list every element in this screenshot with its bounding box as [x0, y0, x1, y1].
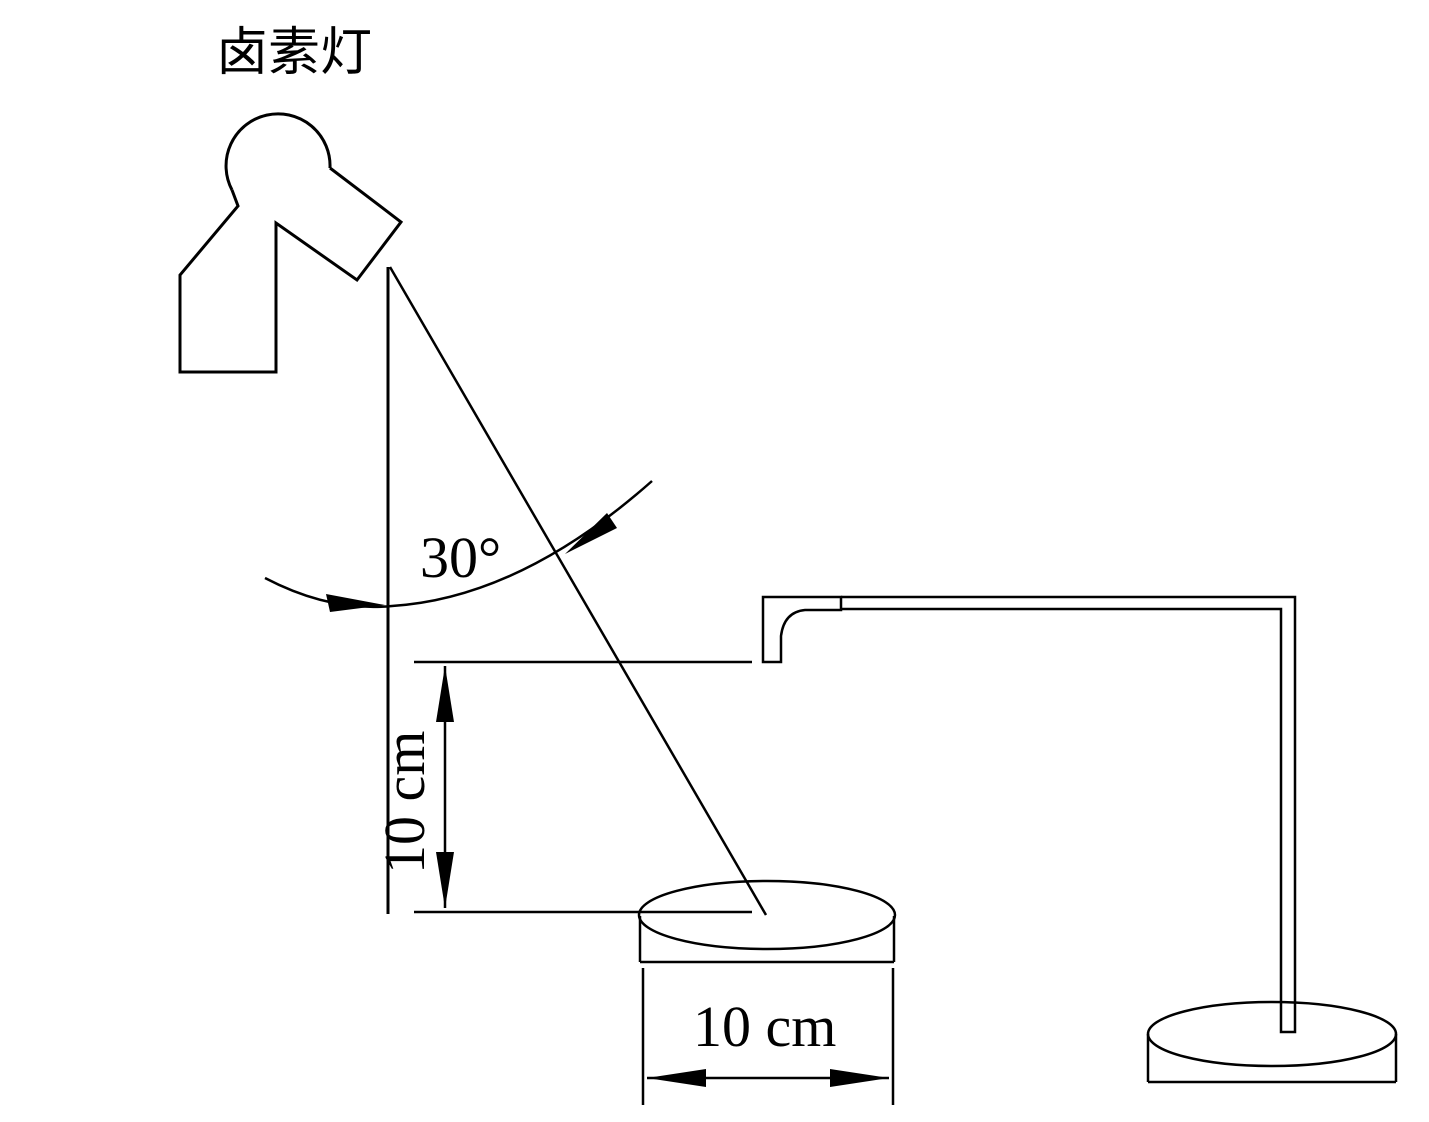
height-label: 10 cm	[372, 731, 437, 874]
angle-arrow-right	[565, 513, 617, 554]
diameter-arrow-right	[830, 1069, 889, 1087]
angle-arrow-left	[326, 594, 385, 612]
petri-dish	[637, 879, 897, 964]
height-arrow-top	[436, 666, 454, 722]
light-beam-line	[388, 266, 768, 916]
diameter-label: 10 cm	[693, 994, 836, 1059]
lamp-label: 卤素灯	[216, 23, 372, 83]
diameter-arrow-left	[647, 1069, 706, 1087]
angle-indicator	[264, 480, 653, 612]
height-dimension	[414, 660, 752, 914]
diameter-dimension	[641, 968, 895, 1105]
support-stand	[761, 595, 1398, 1084]
halogen-lamp-icon	[178, 112, 404, 374]
height-arrow-bottom	[436, 852, 454, 908]
angle-label: 30°	[420, 525, 501, 590]
